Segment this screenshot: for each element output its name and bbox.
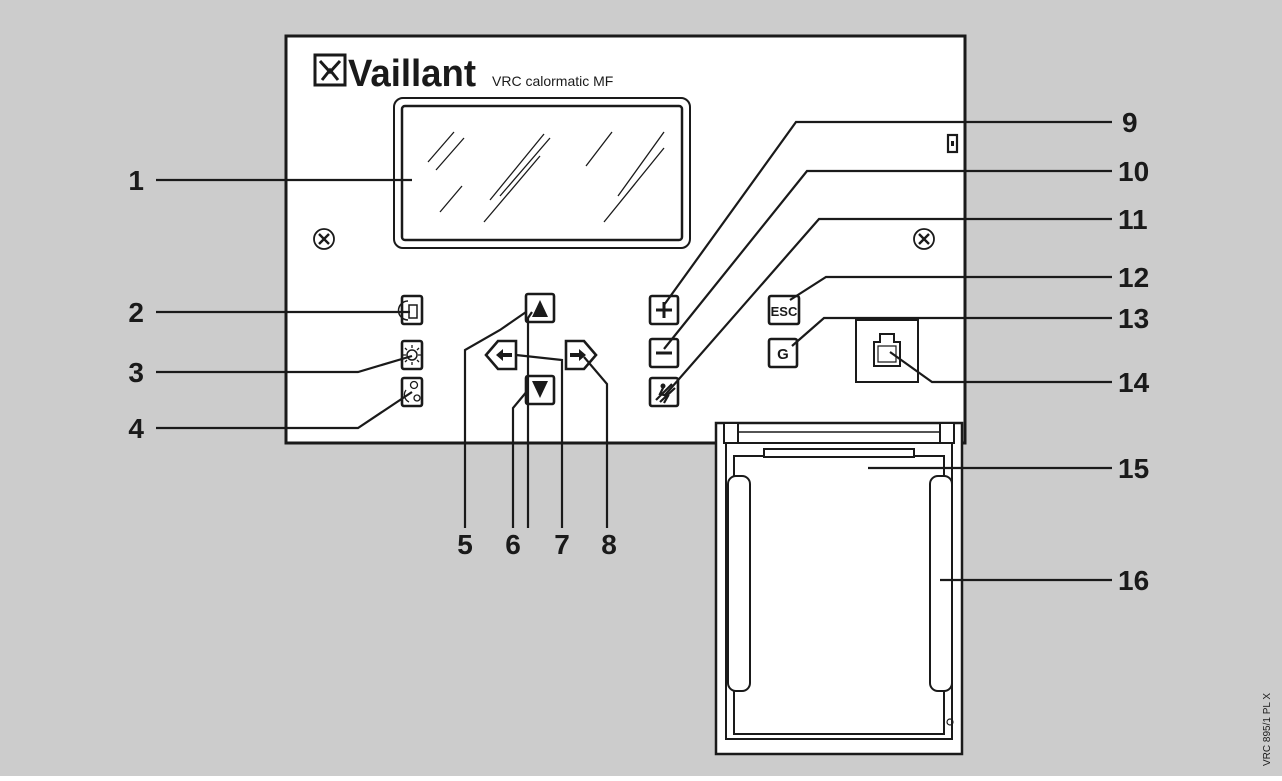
callout-12: 12: [1118, 262, 1149, 293]
callout-15: 15: [1118, 453, 1149, 484]
g-button-label: G: [777, 346, 789, 363]
vaillant-logo-icon: [313, 53, 347, 87]
arrow-down-button[interactable]: [524, 374, 556, 406]
figure-code: VRC 895/1 PL X: [1262, 693, 1273, 766]
leader-lines: [156, 120, 1112, 582]
left-screw-icon: [313, 228, 335, 250]
plus-button[interactable]: [648, 294, 680, 326]
callout-16: 16: [1118, 565, 1149, 596]
callout-7: 7: [554, 529, 570, 560]
esc-button[interactable]: ESC: [767, 294, 801, 326]
sun-mode-button[interactable]: [400, 339, 424, 371]
callout-5: 5: [457, 529, 473, 560]
callout-3: 3: [128, 357, 144, 388]
callout-2: 2: [128, 297, 144, 328]
callout-11: 11: [1118, 204, 1148, 235]
callout-4: 4: [128, 413, 144, 444]
callout-9: 9: [1122, 107, 1138, 138]
g-button[interactable]: G: [767, 337, 799, 369]
callout-6: 6: [505, 529, 521, 560]
callout-1: 1: [128, 165, 144, 196]
callout-8: 8: [601, 529, 617, 560]
heating-circuit-button[interactable]: [397, 294, 424, 326]
callout-13: 13: [1118, 303, 1149, 334]
callout-5-leader: [463, 311, 527, 528]
phone-socket-icon: [855, 319, 919, 383]
esc-button-label: ESC: [771, 304, 798, 319]
arrow-up-button[interactable]: [524, 292, 556, 324]
hinged-cover: [714, 421, 964, 756]
model-name: VRC calormatic MF: [492, 73, 613, 89]
minus-button[interactable]: [648, 337, 680, 369]
callout-10: 10: [1118, 156, 1149, 187]
chimney-sweep-button[interactable]: [648, 376, 680, 408]
brand-name: Vaillant: [348, 53, 476, 95]
callout-14: 14: [1118, 367, 1150, 398]
lcd-display: [393, 97, 691, 249]
right-screw-icon: [913, 228, 935, 250]
